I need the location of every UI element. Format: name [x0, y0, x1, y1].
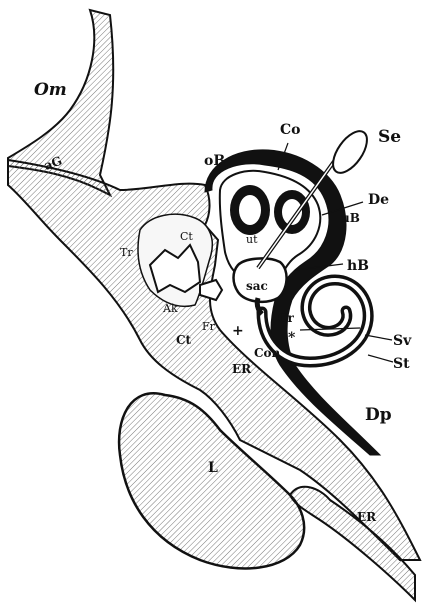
label-plus: + — [232, 323, 244, 339]
label-Om: Om — [34, 80, 67, 100]
label-Dp: Dp — [365, 405, 392, 425]
label-star: * — [288, 330, 296, 346]
endolymphatic-sac — [326, 125, 373, 178]
label-Ct-upper: Ct — [180, 230, 193, 243]
label-Con: Con — [254, 346, 281, 360]
label-ut: ut — [246, 233, 258, 246]
label-ER-mid: ER — [232, 362, 252, 376]
label-Ak: Ak — [162, 302, 178, 315]
label-De: De — [368, 192, 389, 208]
label-oB: oB — [204, 153, 225, 169]
label-Sv: Sv — [393, 333, 412, 349]
label-St: St — [393, 356, 410, 372]
label-sac: sac — [246, 279, 268, 293]
label-ER-low: ER — [357, 510, 377, 524]
label-L: L — [208, 460, 218, 476]
label-Cr: Cr — [278, 311, 295, 325]
label-Ct-lower: Ct — [176, 333, 192, 347]
label-uB: uB — [341, 211, 360, 225]
label-Co: Co — [280, 122, 300, 138]
label-Fr: Fr — [202, 320, 216, 333]
label-hB: hB — [347, 258, 369, 274]
superior-canal-lumen — [239, 195, 261, 225]
label-Tr: Tr — [120, 246, 133, 259]
label-Se: Se — [378, 127, 401, 147]
stapes — [200, 280, 222, 300]
